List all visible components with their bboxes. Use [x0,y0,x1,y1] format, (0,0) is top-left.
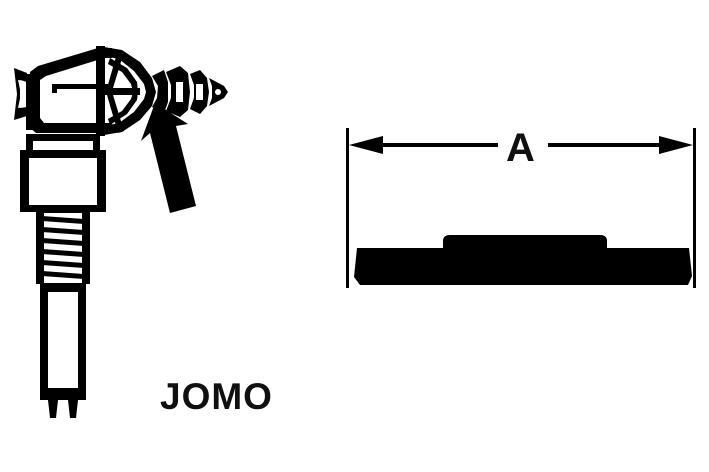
valve-body-left-wall [26,74,34,130]
cone-tip-collar [152,70,168,113]
hex-nut-face [29,158,97,205]
body-inner-rib [52,84,108,89]
dim-arrowhead-right [659,136,693,154]
side-inlet-port-lip [18,80,24,108]
tip-seg-1-gap [176,82,183,102]
nozzle-cone [104,47,168,135]
dim-line-left-segment [380,143,498,147]
fill-valve-assembly [14,46,228,418]
dim-extension-line-left [346,128,349,288]
gasket-profile-silhouette [354,235,692,285]
gasket-dimension-group [346,128,696,288]
indicator-arrow [141,103,196,213]
brand-label: JOMO [160,376,273,417]
cone-flute-4 [107,95,124,133]
dim-arrowhead-left [349,136,383,154]
tip-seg-2-gap [196,84,203,100]
forked-tip [40,388,86,418]
thread-turns [42,216,84,279]
body-cone-divider [96,46,105,136]
side-inlet-port [14,68,27,120]
ribbed-tip-cap [166,66,228,117]
dim-extension-line-right [693,128,696,288]
dimension-label: A [506,126,535,170]
threaded-shank-core [44,213,82,283]
nozzle-cone-outline [104,47,156,135]
body-inner-rib-2 [52,89,57,93]
valve-stem [40,284,86,392]
dim-line-right-segment [548,143,663,147]
tip-end-hole [215,89,221,95]
cone-center-rib [104,88,140,95]
cone-flute-3 [107,50,124,88]
collar-upper [26,134,100,150]
body-top-edge-line [44,53,101,74]
